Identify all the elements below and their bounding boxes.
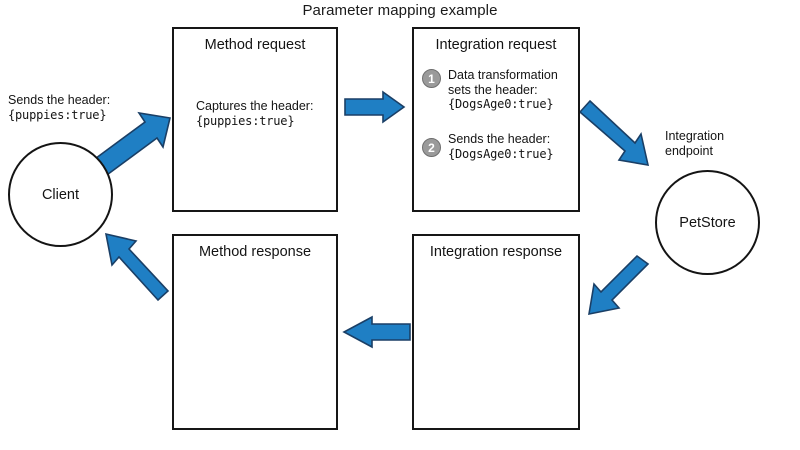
node-client[interactable]: Client <box>8 142 113 247</box>
integration-endpoint-label: PetStore <box>679 214 736 231</box>
step-2-badge: 2 <box>422 138 441 157</box>
arrow-integration-response-to-method-response <box>342 315 411 349</box>
step-1-badge: 1 <box>422 69 441 88</box>
node-method-request[interactable]: Method request Captures the header: {pup… <box>172 27 338 212</box>
client-caption-line1: Sends the header: <box>8 93 111 107</box>
step-1-line3: {DogsAge0:true} <box>448 97 554 111</box>
method-request-body-line1: Captures the header: <box>196 99 314 113</box>
step-2-line2: {DogsAge0:true} <box>448 146 554 161</box>
step-1-line2: sets the header: <box>448 82 538 97</box>
arrow-method-response-to-client <box>104 232 170 302</box>
method-request-title: Method request <box>204 37 306 53</box>
step-2-text: Sends the header: {DogsAge0:true} <box>448 132 554 161</box>
step-2-line1: Sends the header: <box>448 132 551 146</box>
node-integration-request[interactable]: Integration request 1 Data transformatio… <box>412 27 580 212</box>
integration-request-title: Integration request <box>435 37 557 53</box>
integration-endpoint-caption: Integration endpoint <box>665 129 724 158</box>
integration-response-title: Integration response <box>429 244 563 260</box>
step-1-text: Data transformation sets the header: {Do… <box>448 68 558 112</box>
client-caption: Sends the header: {puppies:true} <box>8 93 110 122</box>
node-integration-endpoint[interactable]: PetStore <box>655 170 760 275</box>
arrow-endpoint-to-integration-response <box>588 254 650 316</box>
node-method-response[interactable]: Method response <box>172 234 338 430</box>
method-request-body-line2: {puppies:true} <box>196 113 295 128</box>
arrow-method-request-to-integration-request <box>344 90 406 124</box>
integration-endpoint-caption-line1: Integration <box>665 129 725 143</box>
method-request-body: Captures the header: {puppies:true} <box>196 99 313 128</box>
step-1-line1: Data transformation <box>448 68 558 82</box>
integration-endpoint-caption-line2: endpoint <box>665 143 713 158</box>
client-caption-line2: {puppies:true} <box>8 107 107 122</box>
node-integration-response[interactable]: Integration response <box>412 234 580 430</box>
client-label: Client <box>41 186 80 203</box>
diagram-title: Parameter mapping example <box>302 2 498 19</box>
arrow-integration-request-to-endpoint <box>578 99 650 166</box>
method-response-title: Method response <box>198 244 312 260</box>
